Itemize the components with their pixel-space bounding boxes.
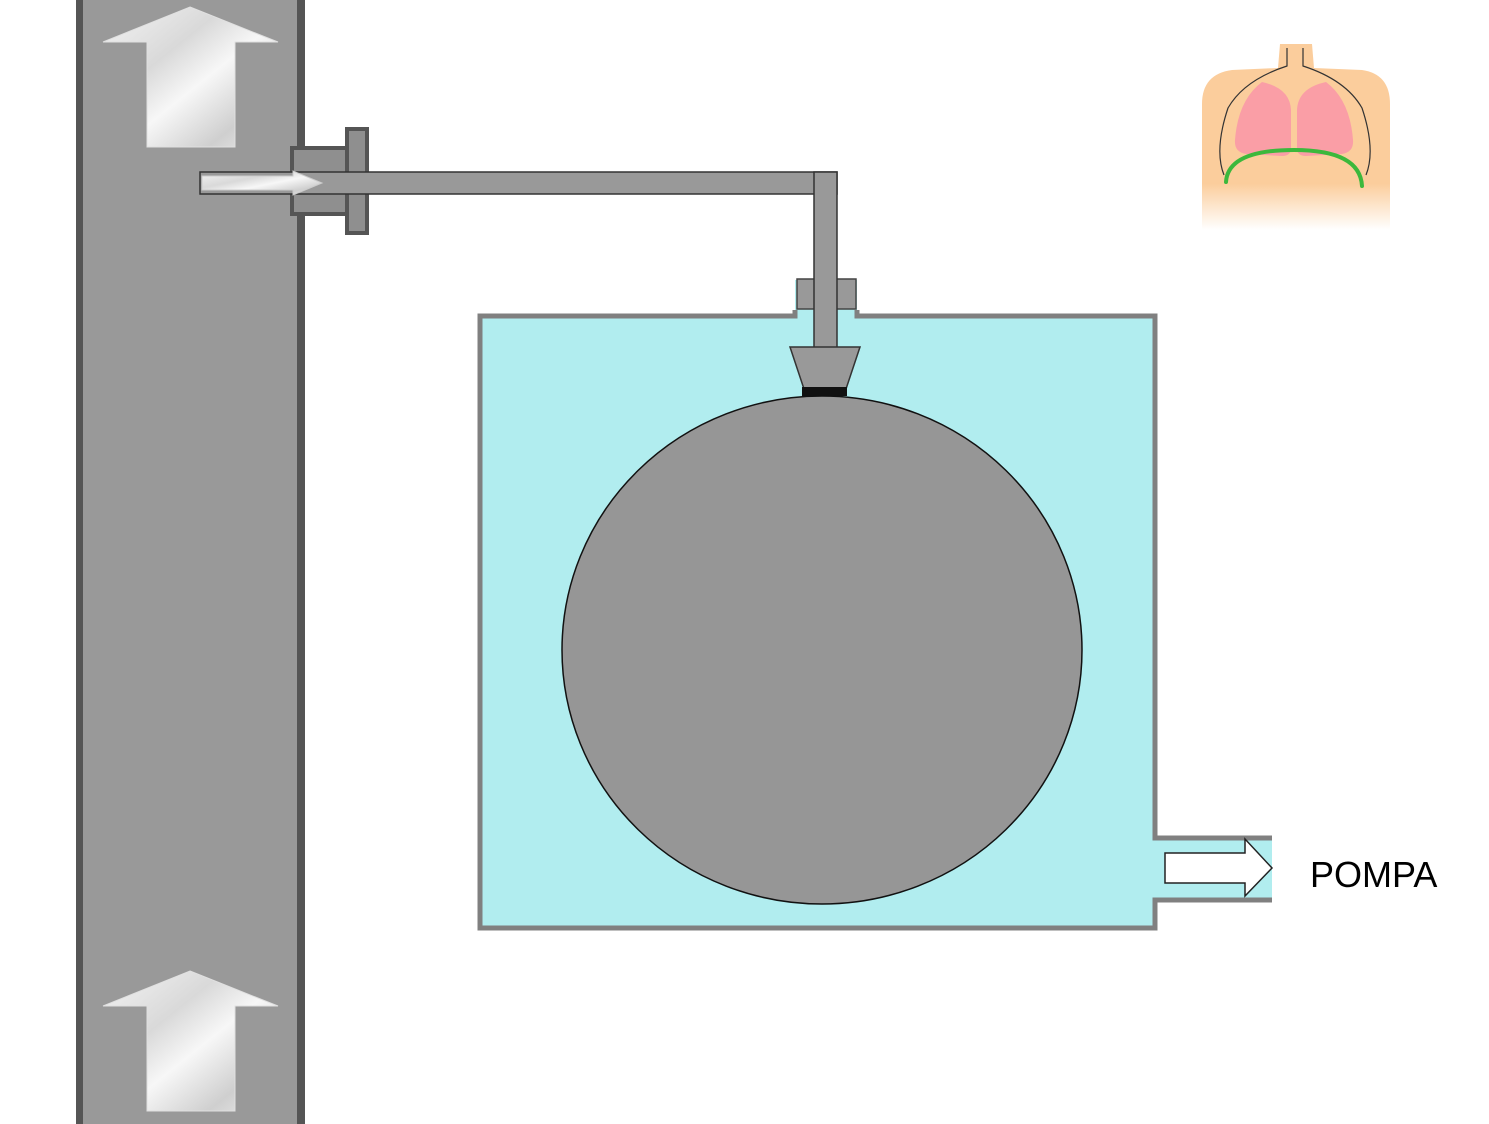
up-arrow-icon [102, 6, 279, 148]
vertical-duct [76, 0, 305, 1124]
pump-label: POMPA [1310, 854, 1437, 895]
balloon-neck [788, 346, 862, 396]
balloon [561, 395, 1083, 905]
vertical-pipe [813, 171, 838, 350]
lungs-icon [1202, 44, 1390, 230]
right-arrow-icon [1164, 837, 1274, 898]
right-arrow-icon [201, 170, 324, 196]
up-arrow-icon [102, 970, 279, 1112]
